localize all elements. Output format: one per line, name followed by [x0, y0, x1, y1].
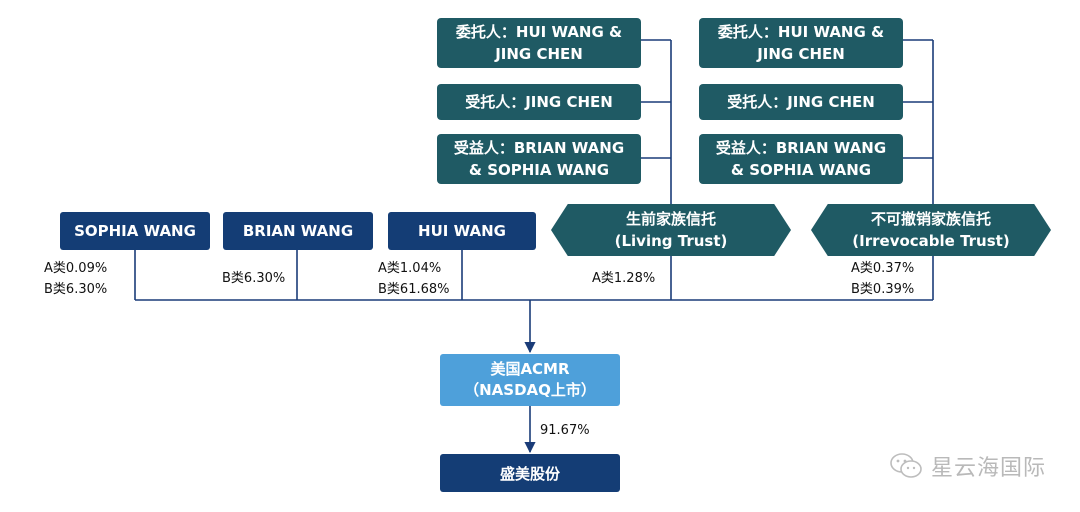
trust-left-grantor-box: 委托人：HUI WANG & JING CHEN [437, 18, 641, 68]
hui-stake-label: A类1.04% B类61.68% [378, 258, 450, 300]
hui-stake-b: B类61.68% [378, 282, 450, 297]
irrevocable-trust-name-en: (Irrevocable Trust) [852, 232, 1010, 250]
irrevocable-trust-name-cn: 不可撤销家族信托 [870, 210, 991, 228]
watermark: 星云海国际 [889, 450, 1046, 482]
trust-left-trustee-box: 受托人：JING CHEN [437, 84, 641, 120]
acmr-subsidiary-stake-label: 91.67% [540, 420, 590, 441]
trust-left-grantor-line2: JING CHEN [495, 45, 583, 63]
trust-right-trustee-box: 受托人：JING CHEN [699, 84, 903, 120]
sophia-stake-a: A类0.09% [44, 261, 108, 276]
acmr-name: 美国ACMR [490, 360, 570, 378]
wechat-icon [890, 453, 922, 478]
trust-right-beneficiary-box: 受益人：BRIAN WANG & SOPHIA WANG [699, 134, 903, 184]
acmr-subsidiary-stake: 91.67% [540, 423, 590, 438]
trust-left-grantor-line1: 委托人：HUI WANG & [455, 23, 623, 41]
irrevocable-trust-node: 不可撤销家族信托 (Irrevocable Trust) [811, 204, 1051, 256]
living-trust-stake-label: A类1.28% [592, 268, 655, 289]
trust-left-beneficiary-line2: & SOPHIA WANG [468, 161, 610, 179]
sophia-stake-b: B类6.30% [44, 282, 108, 297]
trust-left-trustee-line1: 受托人：JING CHEN [465, 93, 613, 111]
trust-right-grantor-line1: 委托人：HUI WANG & [717, 23, 885, 41]
shareholder-sophia-wang: SOPHIA WANG [60, 212, 210, 250]
trust-left-beneficiary-box: 受益人：BRIAN WANG & SOPHIA WANG [437, 134, 641, 184]
brian-stake-label: B类6.30% [222, 268, 285, 289]
shareholder-hui-wang: HUI WANG [388, 212, 536, 250]
trust-right-trustee-line1: 受托人：JING CHEN [727, 93, 875, 111]
subsidiary-name: 盛美股份 [499, 464, 560, 483]
shareholder-name: HUI WANG [418, 222, 506, 240]
watermark-text: 星云海国际 [930, 456, 1046, 481]
trust-right-beneficiary-line2: & SOPHIA WANG [730, 161, 872, 179]
shareholder-name: SOPHIA WANG [74, 222, 196, 240]
subsidiary-node: 盛美股份 [440, 454, 620, 492]
shareholder-brian-wang: BRIAN WANG [223, 212, 373, 250]
living-trust-name-en: (Living Trust) [614, 232, 728, 250]
acmr-node: 美国ACMR （NASDAQ上市） [440, 354, 620, 406]
trust-right-grantor-box: 委托人：HUI WANG & JING CHEN [699, 18, 903, 68]
hui-stake-a: A类1.04% [378, 261, 442, 276]
sophia-stake-label: A类0.09% B类6.30% [44, 258, 107, 300]
trust-right-beneficiary-line1: 受益人：BRIAN WANG [715, 139, 887, 157]
brian-stake-b: B类6.30% [222, 271, 286, 286]
irrevocable-trust-stake-b: B类0.39% [851, 282, 915, 297]
living-trust-name-cn: 生前家族信托 [625, 210, 716, 228]
acmr-listing: （NASDAQ上市） [464, 381, 596, 399]
trust-left-beneficiary-line1: 受益人：BRIAN WANG [453, 139, 625, 157]
irrevocable-trust-stake-label: A类0.37% B类0.39% [851, 258, 914, 300]
living-trust-stake-a: A类1.28% [592, 271, 656, 286]
living-trust-node: 生前家族信托 (Living Trust) [551, 204, 791, 256]
irrevocable-trust-stake-a: A类0.37% [851, 261, 915, 276]
shareholder-name: BRIAN WANG [242, 222, 354, 240]
trust-right-grantor-line2: JING CHEN [757, 45, 845, 63]
